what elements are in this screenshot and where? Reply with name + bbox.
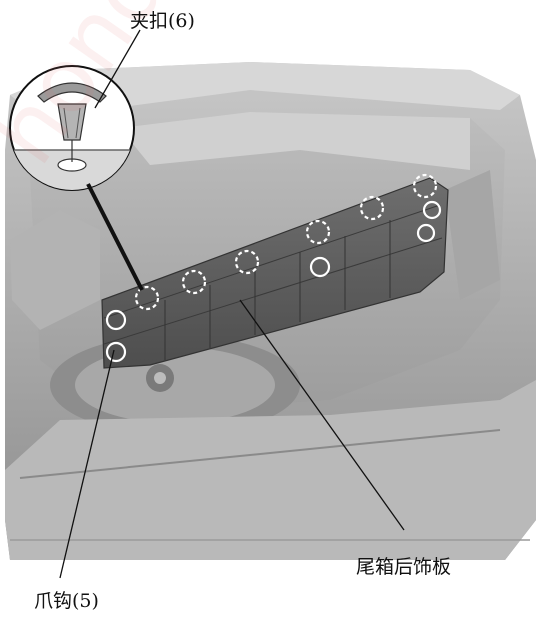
- clip-leader: [94, 29, 141, 109]
- hook-marker: [105, 309, 127, 331]
- rear-trim-panel-label: 尾箱后饰板: [356, 556, 452, 578]
- hook-label: 爪钩(5): [34, 590, 99, 612]
- clip-markers: [134, 173, 438, 311]
- hook-markers: [105, 200, 442, 363]
- clip-marker: [181, 269, 207, 295]
- clip-marker: [412, 173, 438, 199]
- clip-marker: [134, 285, 160, 311]
- clip-label: 夹扣(6): [130, 10, 195, 32]
- clip-marker: [234, 249, 260, 275]
- rear-trim-panel: [101, 177, 449, 369]
- hook-marker: [309, 256, 331, 278]
- hook-marker: [105, 341, 127, 363]
- hook-marker: [422, 200, 442, 220]
- hook-marker: [416, 223, 436, 243]
- clip-marker: [359, 195, 385, 221]
- leader-lines: [59, 29, 405, 579]
- clip-marker: [305, 219, 331, 245]
- hook-leader: [59, 349, 115, 579]
- panel-leader: [239, 299, 405, 531]
